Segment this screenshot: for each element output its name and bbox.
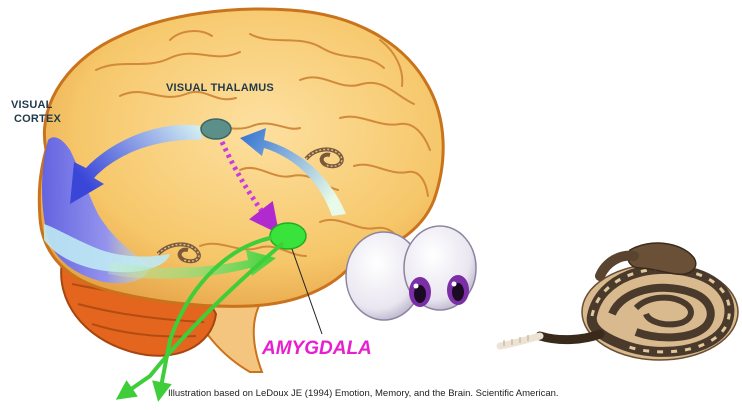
amygdala-node [270,223,306,249]
eyes-illustration [346,226,476,320]
visual-cortex-label-line1: VISUAL [11,99,53,111]
visual-thalamus-label: VISUAL THALAMUS [166,82,274,94]
source-caption: Illustration based on LeDoux JE (1994) E… [168,388,559,399]
visual-cortex-label-line2: CORTEX [14,113,61,125]
visual-thalamus-node [201,119,231,139]
snake-illustration [500,243,738,360]
amygdala-label: AMYGDALA [262,338,372,360]
